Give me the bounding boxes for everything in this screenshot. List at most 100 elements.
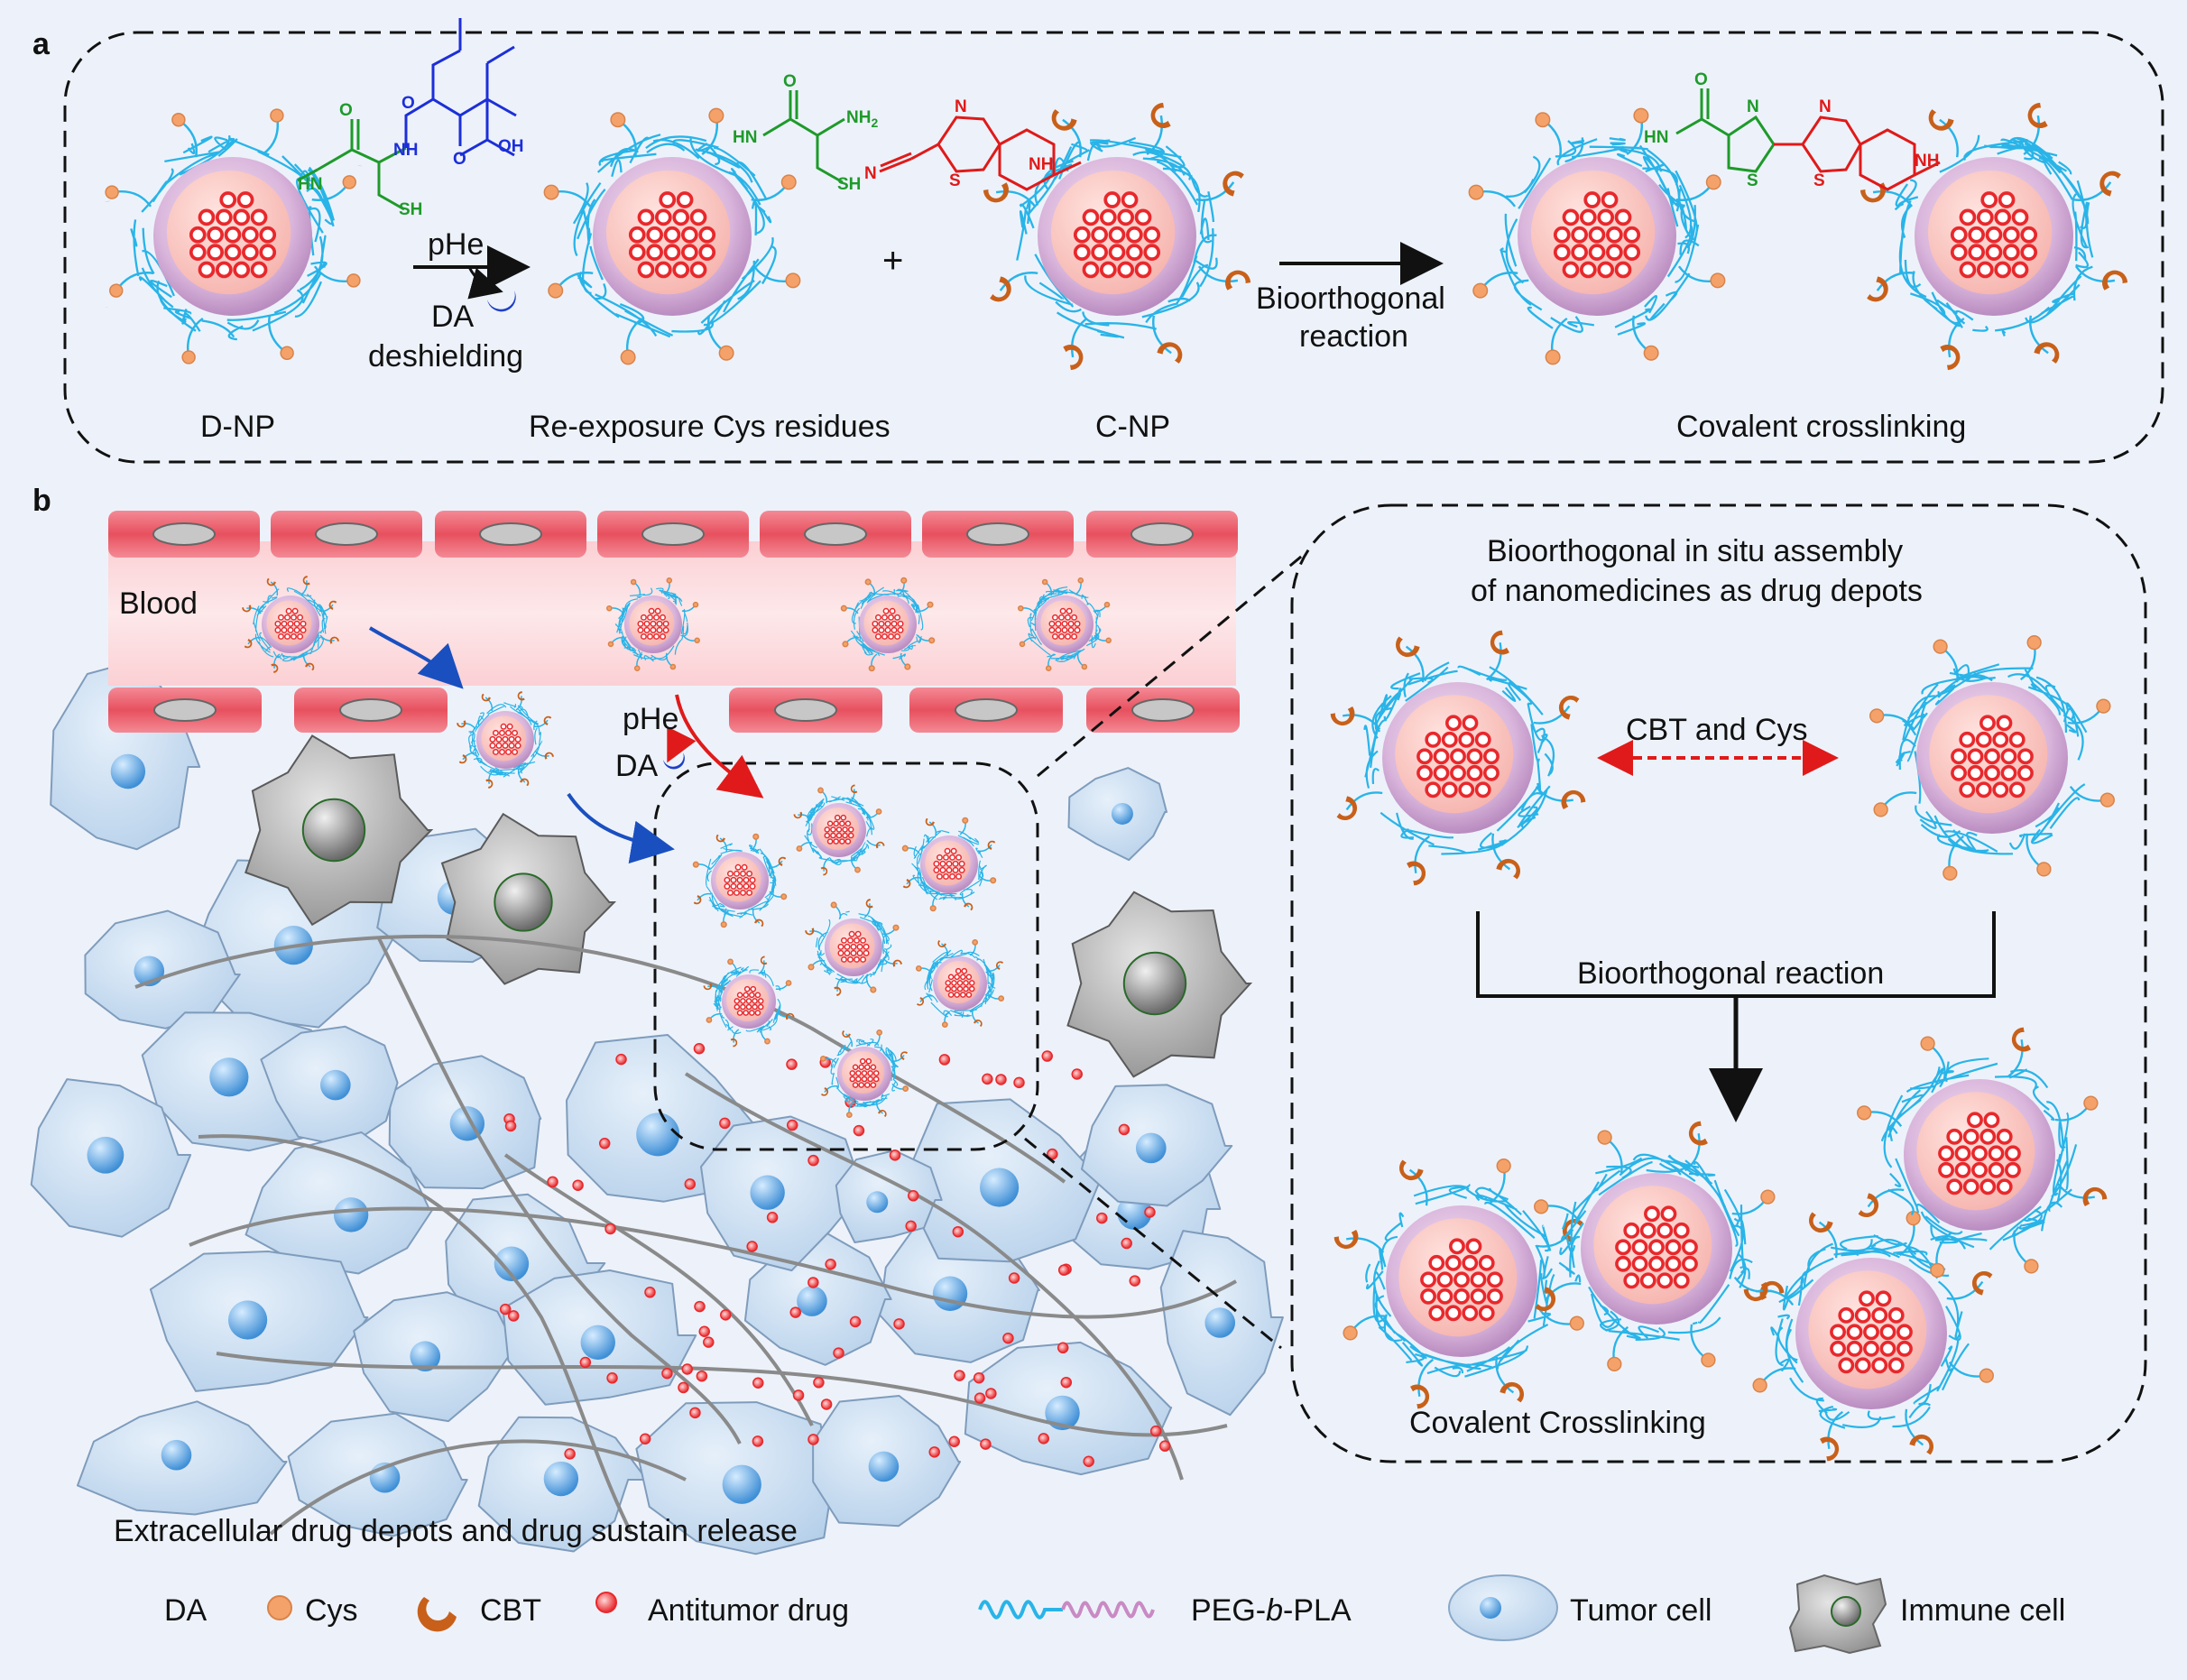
drug-dot [1048,620,1056,627]
drug-dot [1946,1128,1963,1145]
drug-dot [293,620,300,627]
cys-icon [720,921,727,928]
drug-dot [890,626,898,633]
peg-chain [1345,1237,1385,1254]
cys-icon [606,605,613,612]
small-nanoparticle [601,572,706,677]
drug-dot [1938,1161,1954,1178]
drug-dot [858,1064,865,1071]
drug-dot [1875,1290,1892,1307]
small-nanoparticle [692,833,788,928]
peg-chain [246,607,262,614]
drug-dot [1117,208,1135,226]
drug-dot [1665,1255,1682,1272]
drug-dot [1975,731,1992,748]
peg-chain [961,892,970,908]
cys-icon [706,1017,713,1023]
cbt-icon [1561,789,1586,809]
drug-dot [1846,1324,1863,1341]
cys-icon [1979,1368,1994,1383]
drug-dot [749,992,755,999]
peg-chain [273,653,281,669]
drug-dot [224,244,242,261]
drug-dot [495,735,503,743]
drug-molecule [813,1377,825,1389]
drug-dot [855,1075,862,1083]
drug-dot [512,748,519,755]
drug-dot [242,244,259,261]
small-nanoparticle [915,938,1005,1029]
drug-dot [746,870,753,877]
tumor-nucleus [636,1112,680,1157]
da-label-a: DA [431,300,475,334]
drug-dot [736,882,743,890]
drug-dot [947,974,955,981]
drug-dot [1983,1112,2000,1129]
drug-dot [897,620,904,627]
legend-drug-icon [595,1592,617,1613]
peg-chain [733,1029,740,1043]
drug-dot [646,244,663,261]
reexposed-nanoparticle [543,107,801,365]
drug-dot [1073,244,1091,261]
peg-chain [517,768,526,783]
drug-dot [734,863,742,871]
drug-dot [736,992,743,999]
cys-icon [727,958,734,965]
drug-dot [2000,748,2017,765]
crosslinked-nanoparticle-right [1859,102,2128,371]
drug-dot [1579,208,1597,226]
drug-dot [968,980,975,986]
cbt-icon [1858,1193,1879,1217]
drug-dot [1055,620,1062,627]
cbt-icon [457,720,466,728]
drug-dot [628,244,646,261]
drug-dot [1996,715,2013,732]
drug-dot [233,261,251,279]
drug-dot [754,992,761,999]
chem-n-2: N [955,97,967,116]
drug-dot [1061,620,1068,627]
drug-dot [952,860,959,867]
cys-icon [1930,1262,1945,1278]
drug-dot [1579,261,1597,279]
drug-dot [1673,1272,1690,1289]
drug-dot [954,974,960,981]
peg-chain [1495,1356,1515,1394]
cys-icon [868,665,875,672]
drug-dot [189,226,207,244]
drug-dot [1896,1324,1913,1341]
cbt-icon [302,576,310,586]
drug-molecule [689,1407,701,1419]
drug-dot [1656,1222,1674,1239]
drug-dot [894,632,901,640]
drug-dot [824,826,831,833]
drug-dot [939,866,946,873]
drug-dot [746,889,753,896]
drug-dot [955,967,962,974]
drug-dot [1091,226,1108,244]
drug-dot [1444,1254,1462,1271]
drug-molecule [615,1053,627,1066]
cbt-icon [1157,342,1183,364]
cys-icon [666,577,673,584]
drug-dot [1420,1288,1436,1305]
cbt-icon [329,636,339,644]
drug-dot [884,620,891,627]
chem-sh-1: SH [399,200,422,219]
drug-dot [2017,748,2034,765]
drug-molecule [973,1371,985,1384]
cys-icon [972,938,979,946]
cys-icon [2036,862,2052,877]
cys-icon [962,817,969,824]
drug-dot [1143,244,1161,261]
cys-icon [548,282,564,299]
drug-dot [291,607,299,614]
cys-icon [2096,698,2111,714]
drug-dot [850,949,857,956]
drug-molecule [1038,1433,1050,1445]
peg-chain [1684,1132,1701,1172]
drug-dot [1134,208,1152,226]
drug-dot [1967,1112,1983,1129]
cys-icon [1534,1199,1549,1214]
